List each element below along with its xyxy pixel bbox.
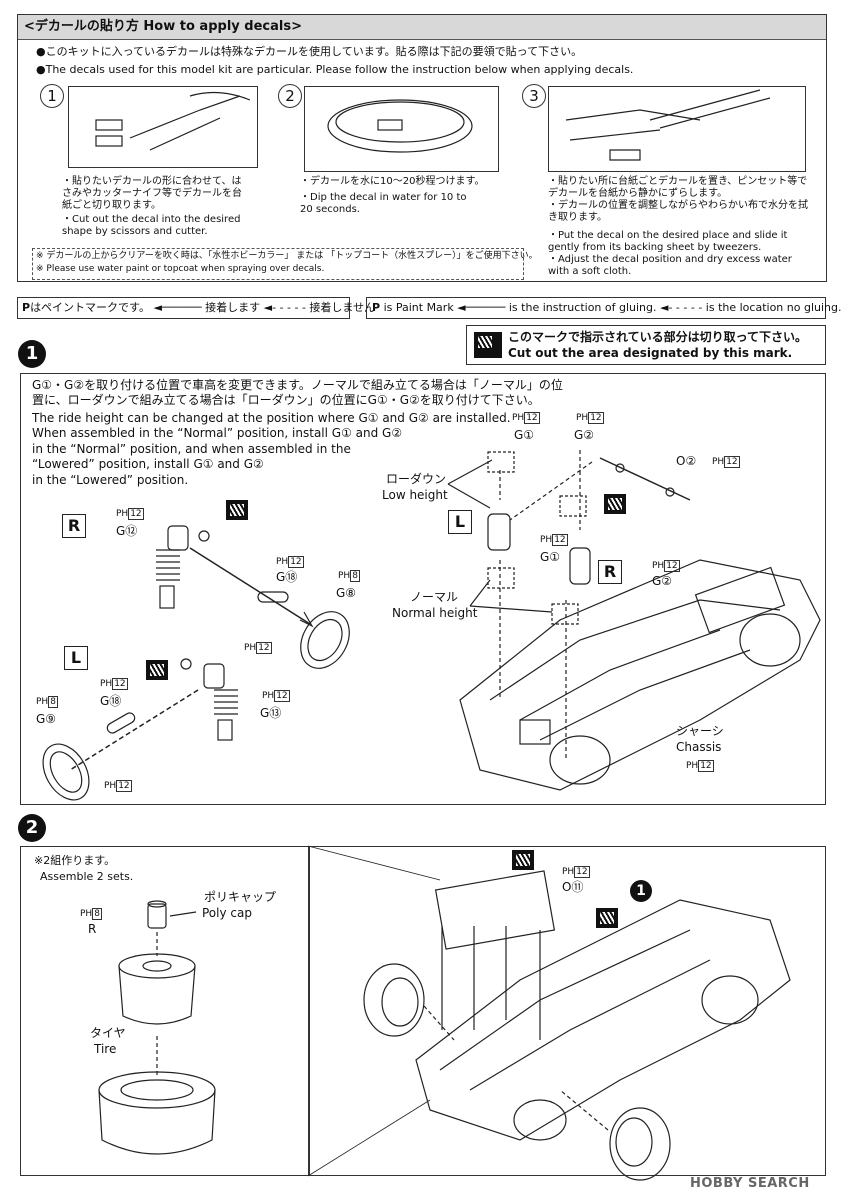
part-label-g2: G② bbox=[652, 574, 673, 588]
step-2-number: 2 bbox=[18, 814, 46, 842]
lowdown-label-jp: ローダウン bbox=[386, 472, 447, 486]
step-1-text-en-3: in the “Normal” position, and when assem… bbox=[32, 442, 351, 456]
cut-mark-icon bbox=[596, 908, 618, 928]
right-side-label: R bbox=[62, 514, 86, 538]
step-1-text-en-2: When assembled in the “Normal” position,… bbox=[32, 426, 403, 440]
chassis-label-jp: シャーシ bbox=[676, 724, 724, 738]
polycap-label-jp: ポリキャップ bbox=[204, 890, 277, 904]
chassis-label-en: Chassis bbox=[676, 740, 722, 754]
decal-note-jp: ※ デカールの上からクリアーを吹く時は、「水性ホビーカラー」 または 「トップコ… bbox=[36, 251, 538, 261]
part-label-o11: O⑪ bbox=[562, 880, 584, 894]
wheel-label-r: R bbox=[88, 922, 97, 936]
decal-step-3-en: ・Put the decal on the desired place and … bbox=[548, 230, 792, 277]
legend-en-box bbox=[366, 297, 826, 319]
cut-mark-icon bbox=[474, 332, 502, 358]
part-label-g9: G⑨ bbox=[36, 712, 57, 726]
step-1-frame bbox=[20, 373, 826, 805]
part-label-g1: G① bbox=[540, 550, 561, 564]
part-label-g18: G⑱ bbox=[100, 694, 122, 708]
step-1-text-en-1: The ride height can be changed at the po… bbox=[32, 411, 511, 425]
cut-mark-icon bbox=[146, 660, 168, 680]
cut-mark-icon bbox=[512, 850, 534, 870]
decal-title-bar bbox=[18, 15, 826, 40]
cut-notice-jp: このマークで指示されている部分は切り取って下さい。 bbox=[508, 330, 808, 344]
cut-mark-icon bbox=[226, 500, 248, 520]
left-side-label: L bbox=[448, 510, 472, 534]
decal-step-3-number: 3 bbox=[522, 84, 546, 108]
legend-jp-text: はペイントマークです。 ◄────── 接着します ◄- - - - - 接着し… bbox=[30, 301, 376, 314]
decal-step-2-jp: ・デカールを水に10～20秒程つけます。 bbox=[300, 176, 485, 187]
decal-step-1-jp: ・貼りたいデカールの形に合わせて、はさみやカッターナイフ等でデカールを台紙ごと切… bbox=[62, 176, 242, 211]
legend-en: P is Paint Mark ◄────── is the instructi… bbox=[372, 301, 841, 315]
paint-mark-icon: P bbox=[22, 301, 31, 314]
step-1-text-en-4: “Lowered” position, install G① and G② bbox=[32, 457, 264, 471]
polycap-label-en: Poly cap bbox=[202, 906, 252, 920]
legend-jp-box bbox=[17, 297, 350, 319]
step-1-text-en-5: in the “Lowered” position. bbox=[32, 473, 189, 487]
step-2-divider bbox=[308, 846, 310, 1176]
left-side-label: L bbox=[64, 646, 88, 670]
decal-note-en: ※ Please use water paint or topcoat when… bbox=[36, 264, 325, 274]
decal-note-box bbox=[32, 248, 524, 280]
part-label-g12: G⑫ bbox=[116, 524, 138, 538]
tire-label-en: Tire bbox=[94, 1042, 117, 1056]
paint-mark-icon: P bbox=[372, 301, 381, 314]
step-1-reference-badge: 1 bbox=[630, 880, 652, 902]
decal-title: <デカールの貼り方 How to apply decals> bbox=[24, 19, 302, 34]
cut-notice-en: Cut out the area designated by this mark… bbox=[508, 346, 793, 360]
step-1-text-jp: G①・G②を取り付ける位置で車高を変更できます。ノーマルで組み立てる場合は「ノー… bbox=[32, 378, 563, 407]
part-label-g8: G⑧ bbox=[336, 586, 357, 600]
hobby-search-watermark: HOBBY SEARCH bbox=[690, 1176, 810, 1191]
step-2-frame bbox=[20, 846, 826, 1176]
cut-notice-box bbox=[466, 325, 826, 365]
step-2-sets-en: Assemble 2 sets. bbox=[40, 870, 134, 883]
decal-step-2-en: ・Dip the decal in water for 10 to 20 sec… bbox=[300, 192, 467, 215]
legend-jp: Pはペイントマークです。 ◄────── 接着します ◄- - - - - 接着… bbox=[22, 301, 375, 315]
part-label-g18: G⑱ bbox=[276, 570, 298, 584]
normal-label-en: Normal height bbox=[392, 606, 478, 620]
part-label-g2: G② bbox=[574, 428, 595, 442]
cut-mark-icon bbox=[604, 494, 626, 514]
tire-label-jp: タイヤ bbox=[90, 1026, 126, 1040]
decal-intro-jp: ●このキットに入っているデカールは特殊なデカールを使用しています。貼る際は下記の… bbox=[36, 45, 583, 58]
lowdown-label-en: Low height bbox=[382, 488, 448, 502]
part-label-g13: G⑬ bbox=[260, 706, 282, 720]
step-2-sets-jp: ※2組作ります。 bbox=[34, 854, 116, 867]
normal-label-jp: ノーマル bbox=[410, 590, 459, 604]
decal-step-2-number: 2 bbox=[278, 84, 302, 108]
step-1-number: 1 bbox=[18, 340, 46, 368]
decal-step-3-illustration bbox=[548, 86, 806, 172]
decal-step-1-en: ・Cut out the decal into the desired shap… bbox=[62, 214, 241, 237]
decal-step-1-illustration bbox=[68, 86, 258, 168]
right-side-label: R bbox=[598, 560, 622, 584]
decal-step-3-jp: ・貼りたい所に台紙ごとデカールを置き、ピンセット等でデカールを台紙から静かにずら… bbox=[548, 176, 808, 223]
part-label-o2: O② bbox=[676, 454, 697, 468]
decal-intro-en: ●The decals used for this model kit are … bbox=[36, 63, 634, 76]
decal-step-2-illustration bbox=[304, 86, 499, 172]
decal-instructions-box bbox=[17, 14, 827, 282]
legend-en-text: is Paint Mark ◄────── is the instruction… bbox=[383, 301, 842, 314]
part-label-g1: G① bbox=[514, 428, 535, 442]
decal-step-1-number: 1 bbox=[40, 84, 64, 108]
